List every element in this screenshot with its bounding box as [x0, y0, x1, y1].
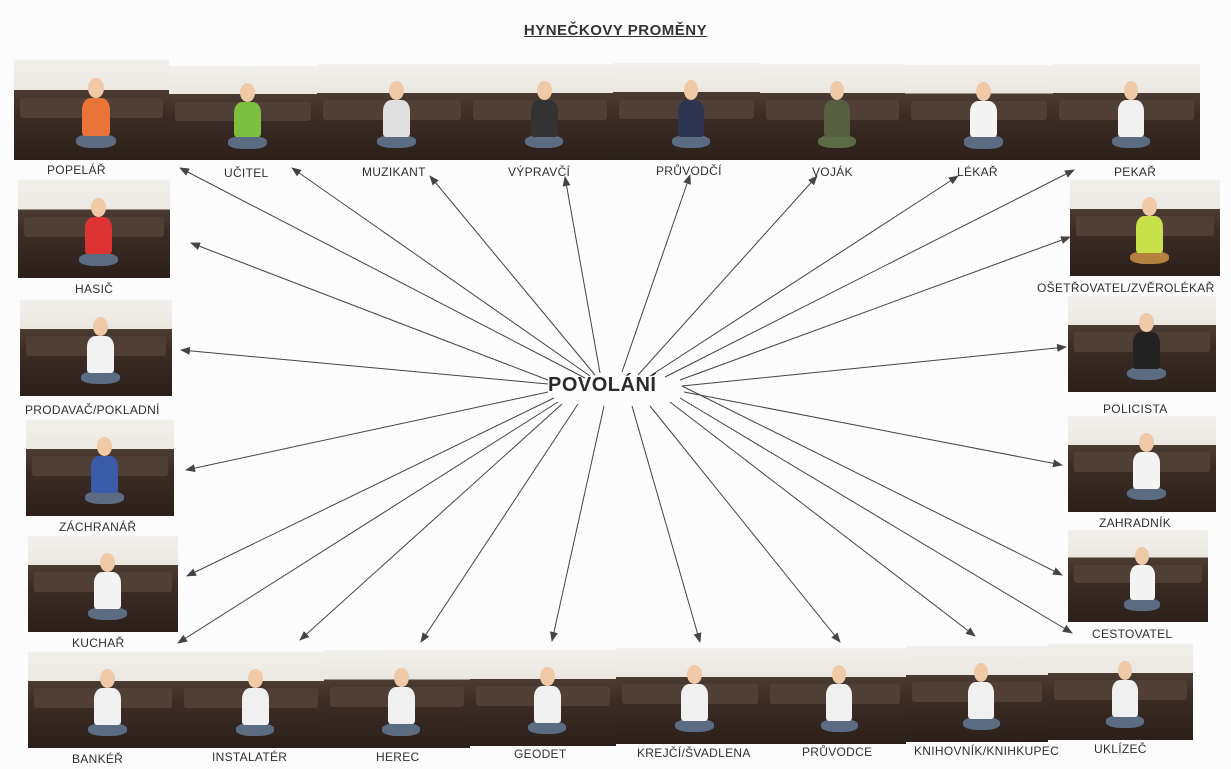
label-uklizec: UKLÍZEČ [1094, 742, 1147, 756]
arrow-herec [420, 403, 579, 643]
label-cestovatel: CESTOVATEL [1092, 627, 1173, 641]
label-pruvodci: PRŮVODČÍ [656, 164, 722, 178]
photo-cestovatel [1068, 530, 1208, 622]
arrow-vypravci [562, 176, 601, 374]
label-knihovnik: KNIHOVNÍK/KNIHKUPEC [914, 744, 1060, 758]
photo-osetrovatel [1070, 180, 1220, 276]
arrow-instalater [299, 403, 563, 641]
label-vojak: VOJÁK [812, 165, 853, 179]
label-osetrovatel: OŠETŘOVATEL/ZVĚROLÉKAŘ [1037, 281, 1215, 295]
arrow-policista [681, 343, 1067, 387]
arrow-vojak [637, 175, 818, 376]
label-bankar: BANKÉŘ [72, 752, 124, 766]
arrow-krejci [631, 405, 702, 643]
arrow-geodet [550, 405, 605, 642]
photo-instalater [178, 652, 324, 748]
arrow-pekar [664, 169, 1075, 378]
arrow-lekar [649, 175, 959, 377]
photo-uklizec [1048, 644, 1193, 740]
photo-pruvodce [764, 648, 906, 744]
photo-lekar [905, 65, 1053, 160]
arrow-knihovnik [669, 401, 976, 637]
label-geodet: GEODET [514, 747, 567, 761]
arrow-muzikant [429, 175, 596, 376]
photo-bankar [28, 652, 178, 748]
photo-zachranar [26, 420, 174, 516]
label-pruvodce: PRŮVODCE [802, 745, 873, 759]
label-vypravci: VÝPRAVČÍ [508, 165, 571, 179]
arrow-popelar [179, 167, 586, 379]
arrow-cestovatel [681, 385, 1063, 576]
photo-popelar [14, 60, 169, 160]
photo-knihovnik [906, 646, 1048, 742]
arrow-kuchar [186, 397, 555, 577]
label-herec: HEREC [376, 750, 420, 764]
arrow-uklizec [679, 397, 1073, 634]
label-muzikant: MUZIKANT [362, 165, 426, 179]
label-hasic: HASIČ [75, 282, 114, 296]
label-popelar: POPELÁŘ [47, 163, 106, 177]
arrow-zahradnik [683, 391, 1063, 468]
photo-krejci [616, 648, 764, 744]
label-policista: POLICISTA [1103, 402, 1168, 416]
label-ucitel: UČITEL [224, 166, 269, 180]
arrow-ucitel [291, 167, 591, 377]
photo-vojak [760, 64, 905, 160]
label-pekar: PEKAŘ [1114, 165, 1157, 179]
label-prodavac: PRODAVAČ/POKLADNÍ [25, 403, 160, 417]
photo-zahradnik [1068, 416, 1216, 512]
arrow-bankar [177, 401, 559, 644]
poster-title: HYNEČKOVY PROMĚNY [523, 22, 708, 39]
center-label: POVOLÁNÍ [548, 374, 657, 396]
arrow-hasic [190, 242, 549, 381]
arrow-prodavac [180, 346, 549, 385]
photo-kuchar [28, 536, 178, 632]
arrow-pruvodce [649, 405, 841, 643]
photo-geodet [470, 650, 616, 746]
arrow-zachranar [185, 391, 549, 473]
label-zachranar: ZÁCHRANÁŘ [59, 520, 137, 534]
photo-pekar [1053, 64, 1200, 160]
photo-prodavac [20, 300, 172, 396]
photo-vypravci [467, 64, 613, 160]
photo-herec [324, 650, 470, 748]
photo-ucitel [169, 66, 317, 160]
photo-pruvodci [613, 63, 760, 160]
photo-policista [1068, 296, 1216, 392]
photo-hasic [18, 180, 170, 278]
label-lekar: LÉKAŘ [957, 165, 998, 179]
arrow-osetrovatel [679, 236, 1071, 381]
label-krejci: KREJČÍ/ŠVADLENA [637, 746, 751, 760]
label-zahradnik: ZAHRADNÍK [1099, 516, 1172, 530]
label-instalater: INSTALATÉR [212, 750, 288, 764]
label-kuchar: KUCHAŘ [72, 636, 125, 650]
arrow-pruvodci [621, 174, 691, 373]
photo-muzikant [317, 64, 467, 160]
